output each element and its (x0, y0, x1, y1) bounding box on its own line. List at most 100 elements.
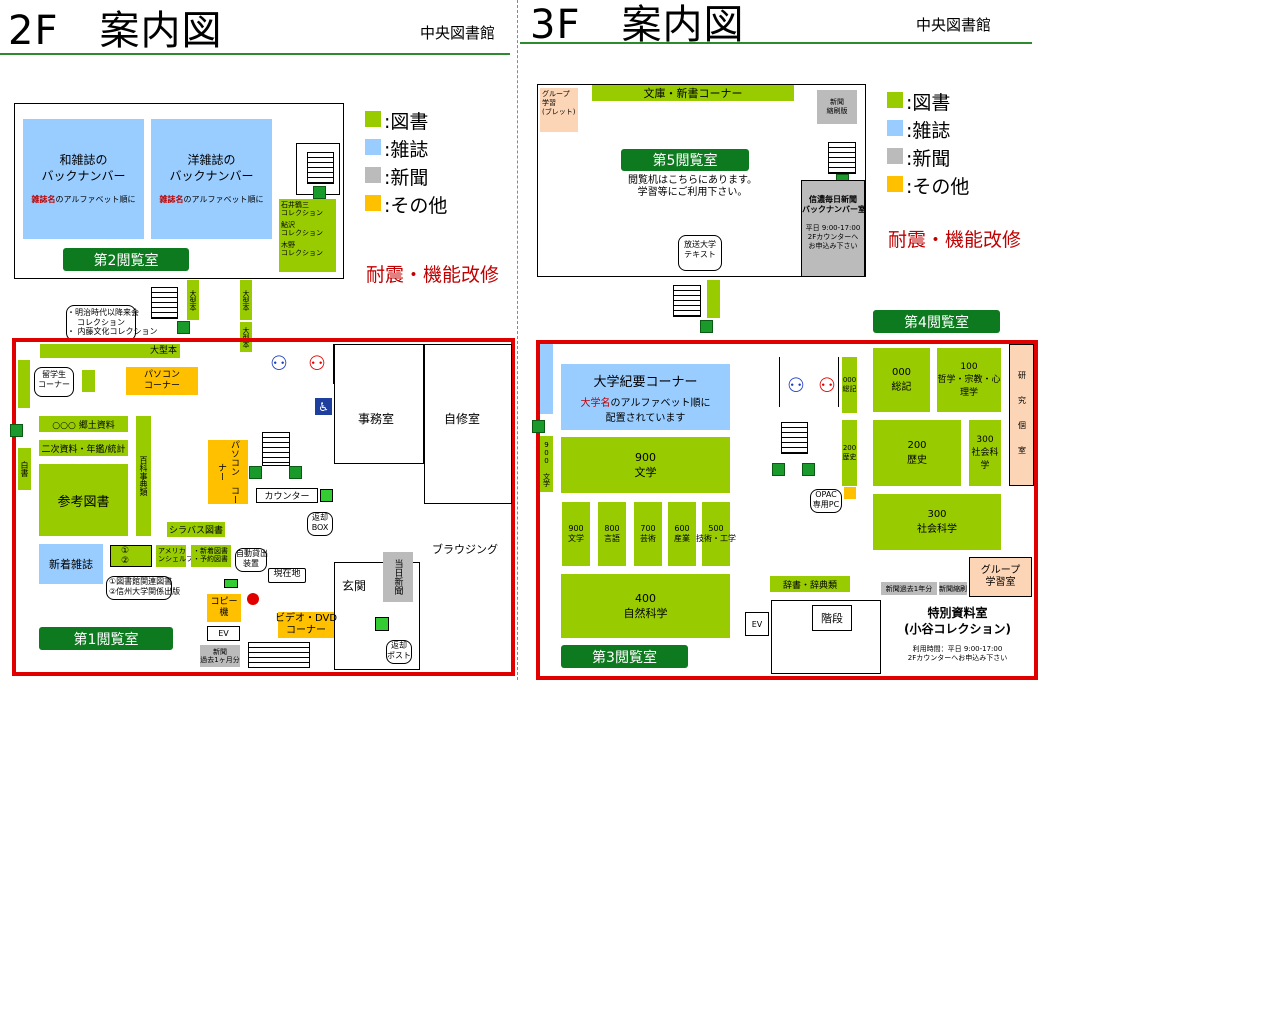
circled-note: ①図書館関連図書 ②信州大学関係出版 (106, 576, 180, 600)
reading-room-4-label: 第4閲覧室 (873, 310, 1000, 333)
social-300-shelf: 300 社会科学 (873, 494, 1001, 550)
today-newspapers-shelf: 当日新聞 (383, 552, 413, 602)
secondary-materials-shelf: 二次資料・年鑑/統計 (39, 440, 128, 456)
circled-shelf: ① ② (110, 545, 152, 567)
circled-two: ② (121, 556, 130, 566)
syllabus-shelf: シラバス図書 (167, 522, 225, 537)
stairs-3f-hall (673, 285, 701, 317)
woman-icon: ⚇ (818, 373, 836, 397)
social-300-small: 300 社会科学 (969, 420, 1001, 486)
office-room (334, 344, 424, 464)
lit-900-wall-shelf: 900 文学 (540, 436, 553, 492)
copier: コピー 機 (207, 594, 241, 622)
newspapers-other-shelf: 新聞縮刷 (939, 582, 967, 595)
stairs-3f-main (781, 422, 808, 454)
reading-room-5-area (537, 84, 866, 277)
stairs-2f-bottom (248, 642, 310, 668)
reading-room-1-area (12, 338, 515, 676)
lit-900-shelf: 900 文学 (561, 437, 730, 493)
nature-400-shelf: 400 自然科学 (561, 574, 730, 638)
dictionaries-shelf: 辞書・辞典類 (770, 576, 850, 592)
floor3-renovation-note: 耐震・機能改修 (888, 229, 1022, 251)
legend-other-swatch (365, 195, 381, 211)
research-rooms: 研 究 個 室 (1009, 344, 1034, 486)
pc-corner-2: パソコン コーナー (208, 440, 248, 504)
reading-room-2-label: 第2閲覧室 (63, 248, 189, 271)
philosophy-100-shelf: 100 哲学・宗教・心理学 (937, 348, 1001, 412)
floor3-library-name: 中央図書館 (916, 16, 992, 34)
broadcast-univ-callout: 放送大学 テキスト (678, 235, 722, 271)
exit-sign-icon (289, 466, 302, 479)
return-box: 返却 BOX (307, 512, 333, 536)
floor2-renovation-note: 耐震・機能改修 (366, 264, 500, 286)
current-location-label: 現在地 (268, 568, 306, 583)
legend-magazines: :雑誌 (906, 120, 951, 142)
man-icon: ⚇ (270, 351, 288, 375)
current-location-marker (247, 593, 259, 605)
stairs-2f-main (262, 432, 290, 466)
group-study-small: グループ 学習 (ブレット) (540, 88, 578, 132)
newspaper-reduced-shelf: 新聞 縮刷版 (817, 90, 857, 124)
big-book-label: 大型本 (150, 346, 178, 356)
special-room: 特別資料室 (小谷コレクション) 利用時間：平日 9:00-17:00 2Fカウ… (904, 606, 1011, 663)
broadcast-univ-shelf (707, 280, 720, 318)
general-000-shelf: 000 総記 (873, 348, 930, 412)
legend-books-swatch (887, 92, 903, 108)
exit-sign-icon (249, 466, 262, 479)
ev-2f: EV (207, 626, 240, 641)
floor-divider (517, 0, 518, 680)
legend-other: :その他 (906, 176, 970, 198)
pc-corner-1: パソコン コーナー (126, 367, 198, 395)
legend-newspapers-swatch (887, 148, 903, 164)
opac-callout: OPAC 専用PC (810, 489, 842, 513)
legend-books: :図書 (906, 92, 951, 114)
legend-newspapers: :新聞 (384, 167, 429, 189)
legend-books-swatch (365, 111, 381, 127)
old-newspapers-shelf: 新聞 過去1ヶ月分 (200, 645, 240, 667)
jp-magazines-shelf: 和雑誌の バックナンバー 雑誌名のアルファベット順に (23, 119, 144, 239)
big-book-shelf-3: 大型本 (240, 322, 252, 352)
reading-room-2-area (14, 103, 344, 279)
legend-books: :図書 (384, 111, 429, 133)
shelf-700: 700 芸術 (634, 502, 662, 566)
exit-sign-icon (700, 320, 713, 333)
encyclopedia-shelf: 百科事典類 (136, 416, 151, 536)
collection-shelf: 石井鶴三 コレクション 鮎沢 コレクション 木野 コレクション (279, 199, 336, 272)
shinano-news-room: 信濃毎日新聞 バックナンバー室 平日 9:00-17:00 2Fカウンターへ お… (801, 180, 866, 277)
floor3-title-rule (520, 42, 1032, 44)
white-paper-shelf: 白書 (18, 448, 31, 490)
exit-sign-icon (532, 420, 545, 433)
wall-magazine-strip (540, 344, 553, 414)
circled-one: ① (121, 546, 130, 556)
big-book-shelf-2: 大型本 (240, 280, 252, 320)
return-box-marker (320, 489, 333, 502)
legend-other-swatch (887, 176, 903, 192)
stairs-3f-label: 階段 (812, 605, 852, 631)
legend-magazines-swatch (887, 120, 903, 136)
reading-room-5-note: 閲覧机はこちらにあります。 学習等にご利用下さい。 (628, 175, 757, 198)
shelf-600: 600 産業 (668, 502, 696, 566)
small-shelf (82, 370, 95, 392)
video-dvd-corner: ビデオ・DVD コーナー (274, 612, 338, 638)
new-magazines-shelf: 新着雑誌 (39, 544, 103, 584)
history-200-shelf: 200 歴史 (873, 420, 961, 486)
group-study-room: グループ 学習室 (969, 557, 1032, 597)
accessible-icon: ♿ (315, 398, 332, 415)
bulletin-corner: 大学紀要コーナー 大学名のアルファベット順に 配置されています (561, 364, 730, 430)
counter: カウンター (256, 488, 318, 503)
browsing-label: ブラウジング (432, 543, 498, 556)
restroom-area (256, 344, 334, 384)
local-materials-shelf: ○○○ 郷土資料 (39, 416, 128, 432)
study-room (424, 344, 512, 504)
exit-sign-icon (10, 424, 23, 437)
exit-sign-icon (313, 186, 326, 199)
return-post: 返却 ポスト (386, 640, 412, 664)
stairs-2f-hall (151, 287, 178, 319)
restroom-3f (779, 357, 839, 407)
legend-magazines: :雑誌 (384, 139, 429, 161)
woman-icon: ⚇ (308, 351, 326, 375)
bunko-shinsho-shelf: 文庫・新書コーナー (592, 85, 794, 101)
shelf-900: 900 文学 (562, 502, 590, 566)
legend-newspapers-swatch (365, 167, 381, 183)
floor2-title-rule (0, 53, 510, 55)
